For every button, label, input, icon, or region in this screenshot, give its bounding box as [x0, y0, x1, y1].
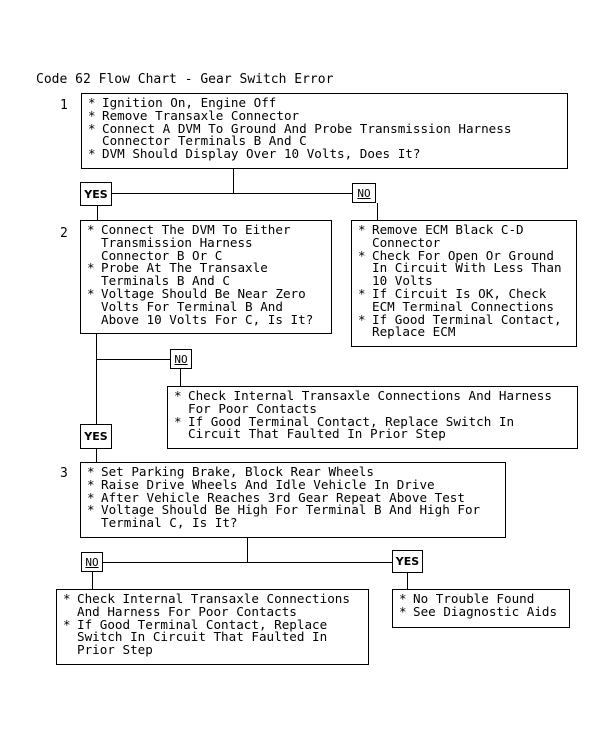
- step-number-2: 2: [60, 226, 68, 241]
- internal-check-line: Check Internal Transaxle Connections And…: [172, 389, 573, 416]
- connector-line: [407, 573, 408, 590]
- final-result-box: No Trouble Found See Diagnostic Aids: [392, 589, 570, 628]
- internal-check-box-1: Check Internal Transaxle Connections And…: [167, 386, 578, 449]
- step-3-line: Voltage Should Be High For Terminal B An…: [85, 504, 501, 530]
- step-2-box: Connect The DVM To Either Transmission H…: [80, 220, 332, 334]
- no-tag: NO: [81, 552, 103, 572]
- final-result-line: See Diagnostic Aids: [397, 605, 565, 619]
- connector-line: [247, 538, 248, 562]
- connector-line: [97, 206, 98, 222]
- ecm-check-line: Remove ECM Black C-D Connector: [356, 223, 572, 250]
- connector-line: [101, 562, 392, 563]
- connector-line: [96, 449, 97, 463]
- connector-line: [180, 369, 181, 386]
- internal-check-line: If Good Terminal Contact, Replace Switch…: [172, 415, 573, 442]
- step-1-line: Ignition On, Engine Off: [86, 96, 563, 110]
- connector-line: [92, 572, 93, 590]
- step-2-line: Voltage Should Be Near Zero Volts For Te…: [85, 287, 327, 326]
- ecm-check-box: Remove ECM Black C-D Connector Check For…: [351, 220, 577, 347]
- step-number-3: 3: [60, 466, 68, 481]
- final-result-line: No Trouble Found: [397, 592, 565, 606]
- step-3-box: Set Parking Brake, Block Rear Wheels Rai…: [80, 462, 506, 538]
- step-2-line: Connect The DVM To Either Transmission H…: [85, 223, 327, 262]
- step-3-line: Raise Drive Wheels And Idle Vehicle In D…: [85, 478, 501, 492]
- ecm-check-line: If Circuit Is OK, Check ECM Terminal Con…: [356, 287, 572, 314]
- step-number-1: 1: [60, 98, 68, 113]
- step-2-line: Probe At The Transaxle Terminals B And C: [85, 262, 327, 288]
- no-tag: NO: [170, 349, 192, 369]
- step-1-line: Connect A DVM To Ground And Probe Transm…: [86, 122, 563, 149]
- step-1-box: Ignition On, Engine Off Remove Transaxle…: [81, 93, 568, 169]
- internal-check-line: If Good Terminal Contact, Replace Switch…: [61, 618, 364, 657]
- page-title: Code 62 Flow Chart - Gear Switch Error: [36, 72, 334, 87]
- step-1-line: Remove Transaxle Connector: [86, 109, 563, 123]
- no-tag: NO: [352, 183, 376, 203]
- step-3-line: Set Parking Brake, Block Rear Wheels: [85, 465, 501, 479]
- connector-line: [96, 334, 97, 424]
- step-3-line: After Vehicle Reaches 3rd Gear Repeat Ab…: [85, 491, 501, 505]
- yes-tag: YES: [80, 424, 112, 449]
- connector-line: [96, 359, 170, 360]
- connector-line: [112, 193, 352, 194]
- yes-tag: YES: [80, 182, 112, 206]
- ecm-check-line: If Good Terminal Contact, Replace ECM: [356, 313, 572, 340]
- step-1-line: DVM Should Display Over 10 Volts, Does I…: [86, 147, 563, 161]
- internal-check-line: Check Internal Transaxle Connections And…: [61, 592, 364, 619]
- internal-check-box-2: Check Internal Transaxle Connections And…: [56, 589, 369, 665]
- ecm-check-line: Check For Open Or Ground In Circuit With…: [356, 249, 572, 288]
- connector-line: [377, 203, 378, 220]
- yes-tag: YES: [392, 550, 423, 573]
- connector-line: [233, 169, 234, 193]
